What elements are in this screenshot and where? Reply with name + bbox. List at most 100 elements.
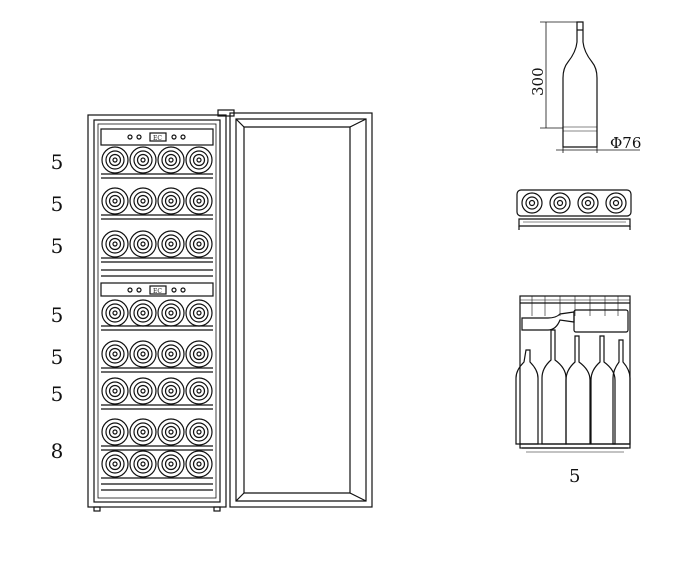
- bottle-end: [192, 347, 206, 361]
- bottle-end: [136, 306, 150, 320]
- bottle-dimension-drawing: [540, 21, 640, 153]
- bottle-end: [185, 230, 213, 258]
- bottle-end: [168, 429, 174, 435]
- bottle-end: [101, 377, 129, 405]
- bottle-end: [129, 299, 157, 327]
- bottle-end: [192, 194, 206, 208]
- cabinet-base: [101, 477, 213, 491]
- bottle-end: [196, 198, 202, 204]
- bottle-end: [129, 146, 157, 174]
- bottle-end: [136, 384, 150, 398]
- bottle-end: [136, 457, 150, 471]
- bottle-end: [140, 310, 146, 316]
- bottle-end: [189, 344, 209, 364]
- bottle-end: [105, 422, 125, 442]
- bottle-end: [140, 429, 146, 435]
- bottle-end: [133, 454, 153, 474]
- shelf-count-label: 5: [50, 382, 64, 406]
- bottle-end: [161, 191, 181, 211]
- lower-display-text: EC: [153, 288, 162, 295]
- bottle-end: [161, 344, 181, 364]
- bottle-end: [157, 418, 185, 446]
- open-door: [229, 112, 373, 508]
- bottle-end: [112, 157, 118, 163]
- bottle-end: [168, 157, 174, 163]
- bottle-ends: [101, 146, 213, 478]
- upper-control-panel: [100, 128, 214, 146]
- bottle-height-label: 300: [529, 67, 547, 96]
- bottle-end: [112, 388, 118, 394]
- bottle-end: [108, 384, 122, 398]
- bottle-end: [108, 347, 122, 361]
- bottle-end: [196, 241, 202, 247]
- shelf-count-label: 5: [50, 303, 64, 327]
- bottle-end: [189, 150, 209, 170]
- bottle-end: [189, 422, 209, 442]
- bottle-end: [189, 303, 209, 323]
- bottle-end: [168, 198, 174, 204]
- bottle-end: [164, 384, 178, 398]
- bottle-end: [112, 429, 118, 435]
- rack-side-view: [515, 295, 631, 453]
- bottle-end: [108, 425, 122, 439]
- bottle-end: [161, 150, 181, 170]
- shelf-count-label: 5: [50, 345, 64, 369]
- bottle-end: [157, 187, 185, 215]
- bottle-end: [168, 241, 174, 247]
- bottle-end: [168, 388, 174, 394]
- bottle-end: [112, 241, 118, 247]
- bottle-end: [101, 450, 129, 478]
- cabinet-front: [87, 109, 235, 512]
- bottle-end: [192, 306, 206, 320]
- bottle-end: [105, 381, 125, 401]
- bottle-end: [101, 340, 129, 368]
- bottle-end: [129, 340, 157, 368]
- bottle-end: [164, 237, 178, 251]
- bottle-end: [189, 454, 209, 474]
- lower-control-panel: [100, 269, 214, 297]
- bottle-end: [105, 150, 125, 170]
- bottle-end: [196, 461, 202, 467]
- bottle-end: [192, 457, 206, 471]
- bottle-end: [105, 344, 125, 364]
- bottle-end: [108, 306, 122, 320]
- bottle-end: [108, 153, 122, 167]
- bottle-end: [133, 344, 153, 364]
- bottle-end: [129, 377, 157, 405]
- bottle-end: [136, 194, 150, 208]
- bottle-end: [140, 157, 146, 163]
- shelf-count-label: 5: [50, 234, 64, 258]
- bottle-end: [140, 351, 146, 357]
- bottle-end: [157, 340, 185, 368]
- bottle-diameter-label: Φ76: [610, 134, 641, 152]
- bottle-end: [189, 381, 209, 401]
- bottle-end: [196, 429, 202, 435]
- bottle-end: [136, 425, 150, 439]
- bottle-end: [196, 388, 202, 394]
- shelf-count-label: 8: [50, 439, 64, 463]
- bottle-end: [101, 418, 129, 446]
- bottle-end: [129, 230, 157, 258]
- bottle-end: [133, 150, 153, 170]
- bottle-end: [140, 198, 146, 204]
- bottle-end: [161, 303, 181, 323]
- bottle-end: [129, 450, 157, 478]
- bottle-end: [192, 153, 206, 167]
- bottle-end: [164, 457, 178, 471]
- bottle-end: [164, 425, 178, 439]
- bottle-end: [161, 234, 181, 254]
- bottle-end: [105, 191, 125, 211]
- bottle-end: [101, 230, 129, 258]
- bottle-end: [112, 310, 118, 316]
- bottle-end: [140, 461, 146, 467]
- bottle-end: [136, 237, 150, 251]
- bottle-end: [129, 418, 157, 446]
- bottle-end: [129, 187, 157, 215]
- rack-bottle-count-label: 5: [569, 466, 580, 487]
- bottle-end: [105, 234, 125, 254]
- bottle-end: [161, 381, 181, 401]
- bottle-end: [192, 425, 206, 439]
- bottle-end: [112, 351, 118, 357]
- bottle-end: [157, 450, 185, 478]
